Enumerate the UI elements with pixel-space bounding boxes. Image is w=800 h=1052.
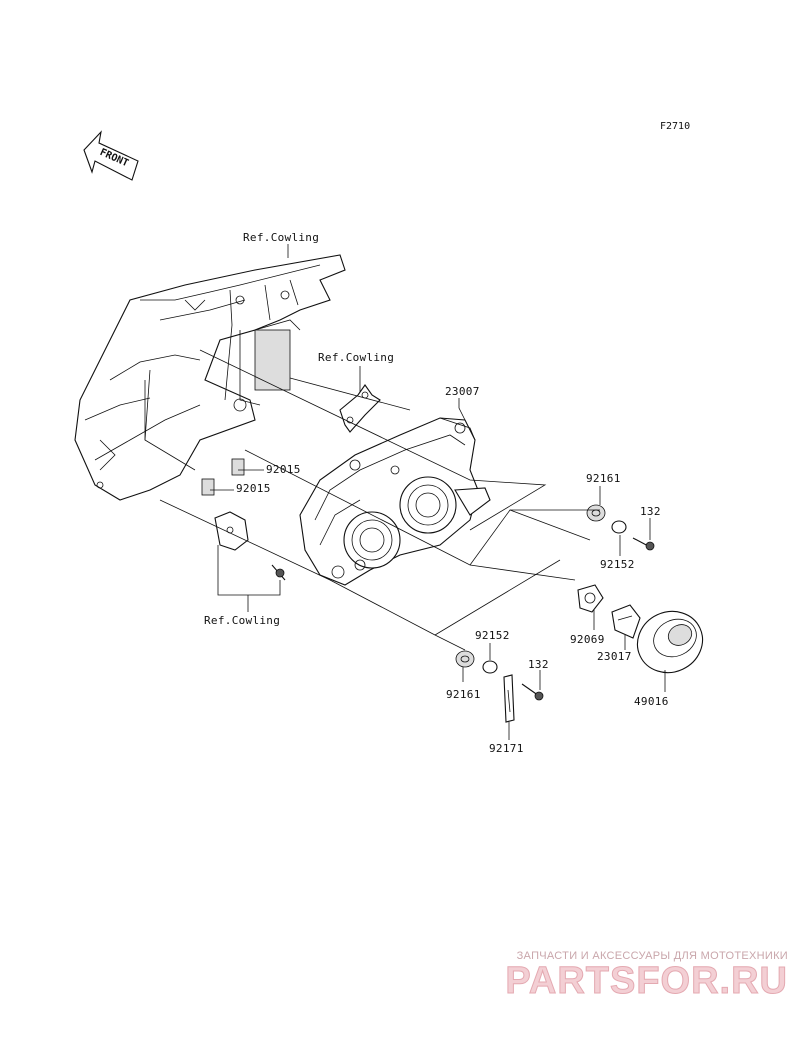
part-132-label-a: 132 — [640, 505, 661, 518]
collar-92152-a — [611, 520, 627, 534]
clip-92015-a — [231, 458, 245, 476]
part-92015-label-b: 92015 — [236, 482, 271, 495]
socket-23017 — [611, 604, 641, 639]
clip-92015-b — [201, 478, 215, 496]
ref-cowling-label-bottom: Ref.Cowling — [204, 614, 281, 627]
mid-cowling-bracket — [339, 384, 381, 433]
bulb-92069 — [577, 584, 604, 613]
watermark-logo: PARTSFOR.RU — [505, 960, 788, 1003]
watermark: ЗАПЧАСТИ И АКСЕССУАРЫ ДЛЯ МОТОТЕХНИКИ PA… — [488, 950, 788, 1003]
front-arrow: FRONT — [83, 130, 139, 181]
part-132-label-b: 132 — [528, 658, 549, 671]
part-92161-label-b: 92161 — [446, 688, 481, 701]
upper-cowling-stay — [74, 254, 346, 501]
lower-cowling-bracket — [214, 511, 286, 581]
ref-cowling-label-top: Ref.Cowling — [243, 231, 320, 244]
part-92152-label-b: 92152 — [475, 629, 510, 642]
bolt-132-b — [521, 683, 544, 701]
part-49016-label: 49016 — [634, 695, 669, 708]
bolt-132-a — [632, 537, 655, 551]
grommet-92161-b — [455, 650, 475, 668]
part-92161-label-a: 92161 — [586, 472, 621, 485]
ref-cowling-label-mid: Ref.Cowling — [318, 351, 395, 364]
part-23017-label: 23017 — [597, 650, 632, 663]
watermark-tagline: ЗАПЧАСТИ И АКСЕССУАРЫ ДЛЯ МОТОТЕХНИКИ — [516, 950, 788, 962]
part-23007-label: 23007 — [445, 385, 480, 398]
plate-92171 — [503, 674, 515, 723]
collar-92152-b — [482, 660, 498, 674]
grommet-92161-a — [586, 504, 606, 522]
headlight-assembly — [299, 417, 491, 586]
part-92015-label-a: 92015 — [266, 463, 301, 476]
cap-49016 — [636, 610, 704, 674]
figure-code: F2710 — [660, 121, 691, 132]
part-92152-label-a: 92152 — [600, 558, 635, 571]
part-92171-label: 92171 — [489, 742, 524, 755]
part-92069-label: 92069 — [570, 633, 605, 646]
leader-lines — [144, 244, 666, 740]
